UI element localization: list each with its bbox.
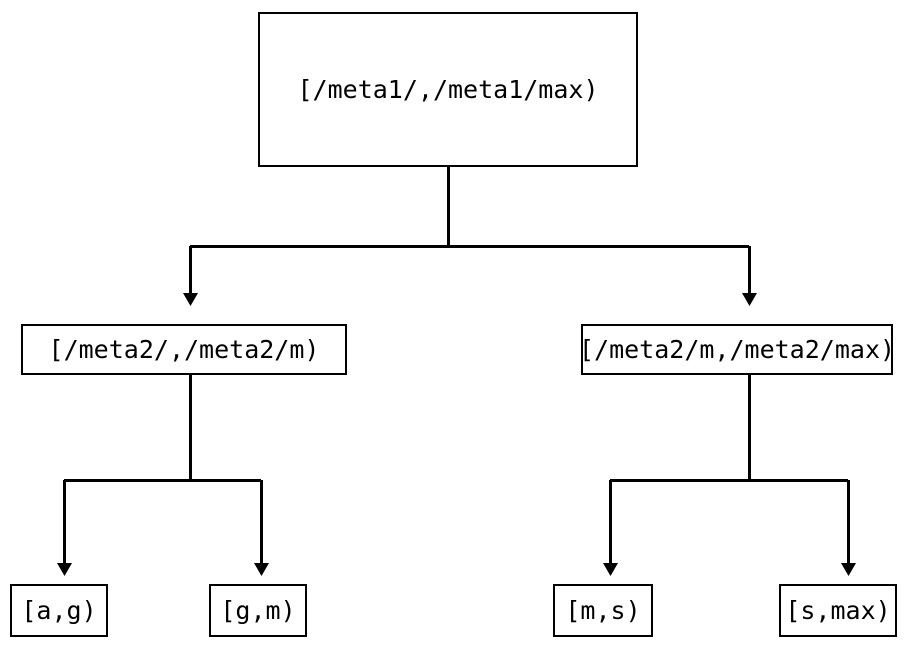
- arrowhead-l2-left-to-leaf-gm: [254, 563, 269, 576]
- tree-leaf-a-g: [a,g): [10, 584, 108, 637]
- tree-node-meta2-lower: [/meta2/,/meta2/m): [21, 324, 347, 375]
- tree-leaf-m-s: [m,s): [553, 584, 653, 637]
- tree-node-root: [/meta1/,/meta1/max): [258, 12, 638, 167]
- arrowhead-l2-left-to-leaf-ag: [57, 563, 72, 576]
- arrowhead-l2-right-to-leaf-ms: [603, 563, 618, 576]
- tree-leaf-s-max-label: [s,max): [785, 596, 891, 625]
- tree-leaf-m-s-label: [m,s): [565, 596, 641, 625]
- edge-l2-right-to-leaves: [603, 375, 856, 576]
- arrowhead-root-to-l2-right: [742, 293, 757, 306]
- tree-leaf-a-g-label: [a,g): [21, 596, 97, 625]
- tree-node-meta2-upper-label: [/meta2/m,/meta2/max): [578, 335, 896, 364]
- tree-node-root-label: [/meta1/,/meta1/max): [297, 75, 599, 104]
- tree-node-meta2-lower-label: [/meta2/,/meta2/m): [48, 335, 320, 364]
- tree-leaf-s-max: [s,max): [779, 584, 897, 637]
- arrowhead-root-to-l2-left: [183, 293, 198, 306]
- arrowhead-l2-right-to-leaf-smax: [841, 563, 856, 576]
- edge-root-to-level2: [183, 167, 757, 306]
- tree-leaf-g-m-label: [g,m): [220, 596, 296, 625]
- edge-l2-left-to-leaves: [57, 375, 269, 576]
- tree-leaf-g-m: [g,m): [209, 584, 307, 637]
- tree-node-meta2-upper: [/meta2/m,/meta2/max): [578, 324, 896, 375]
